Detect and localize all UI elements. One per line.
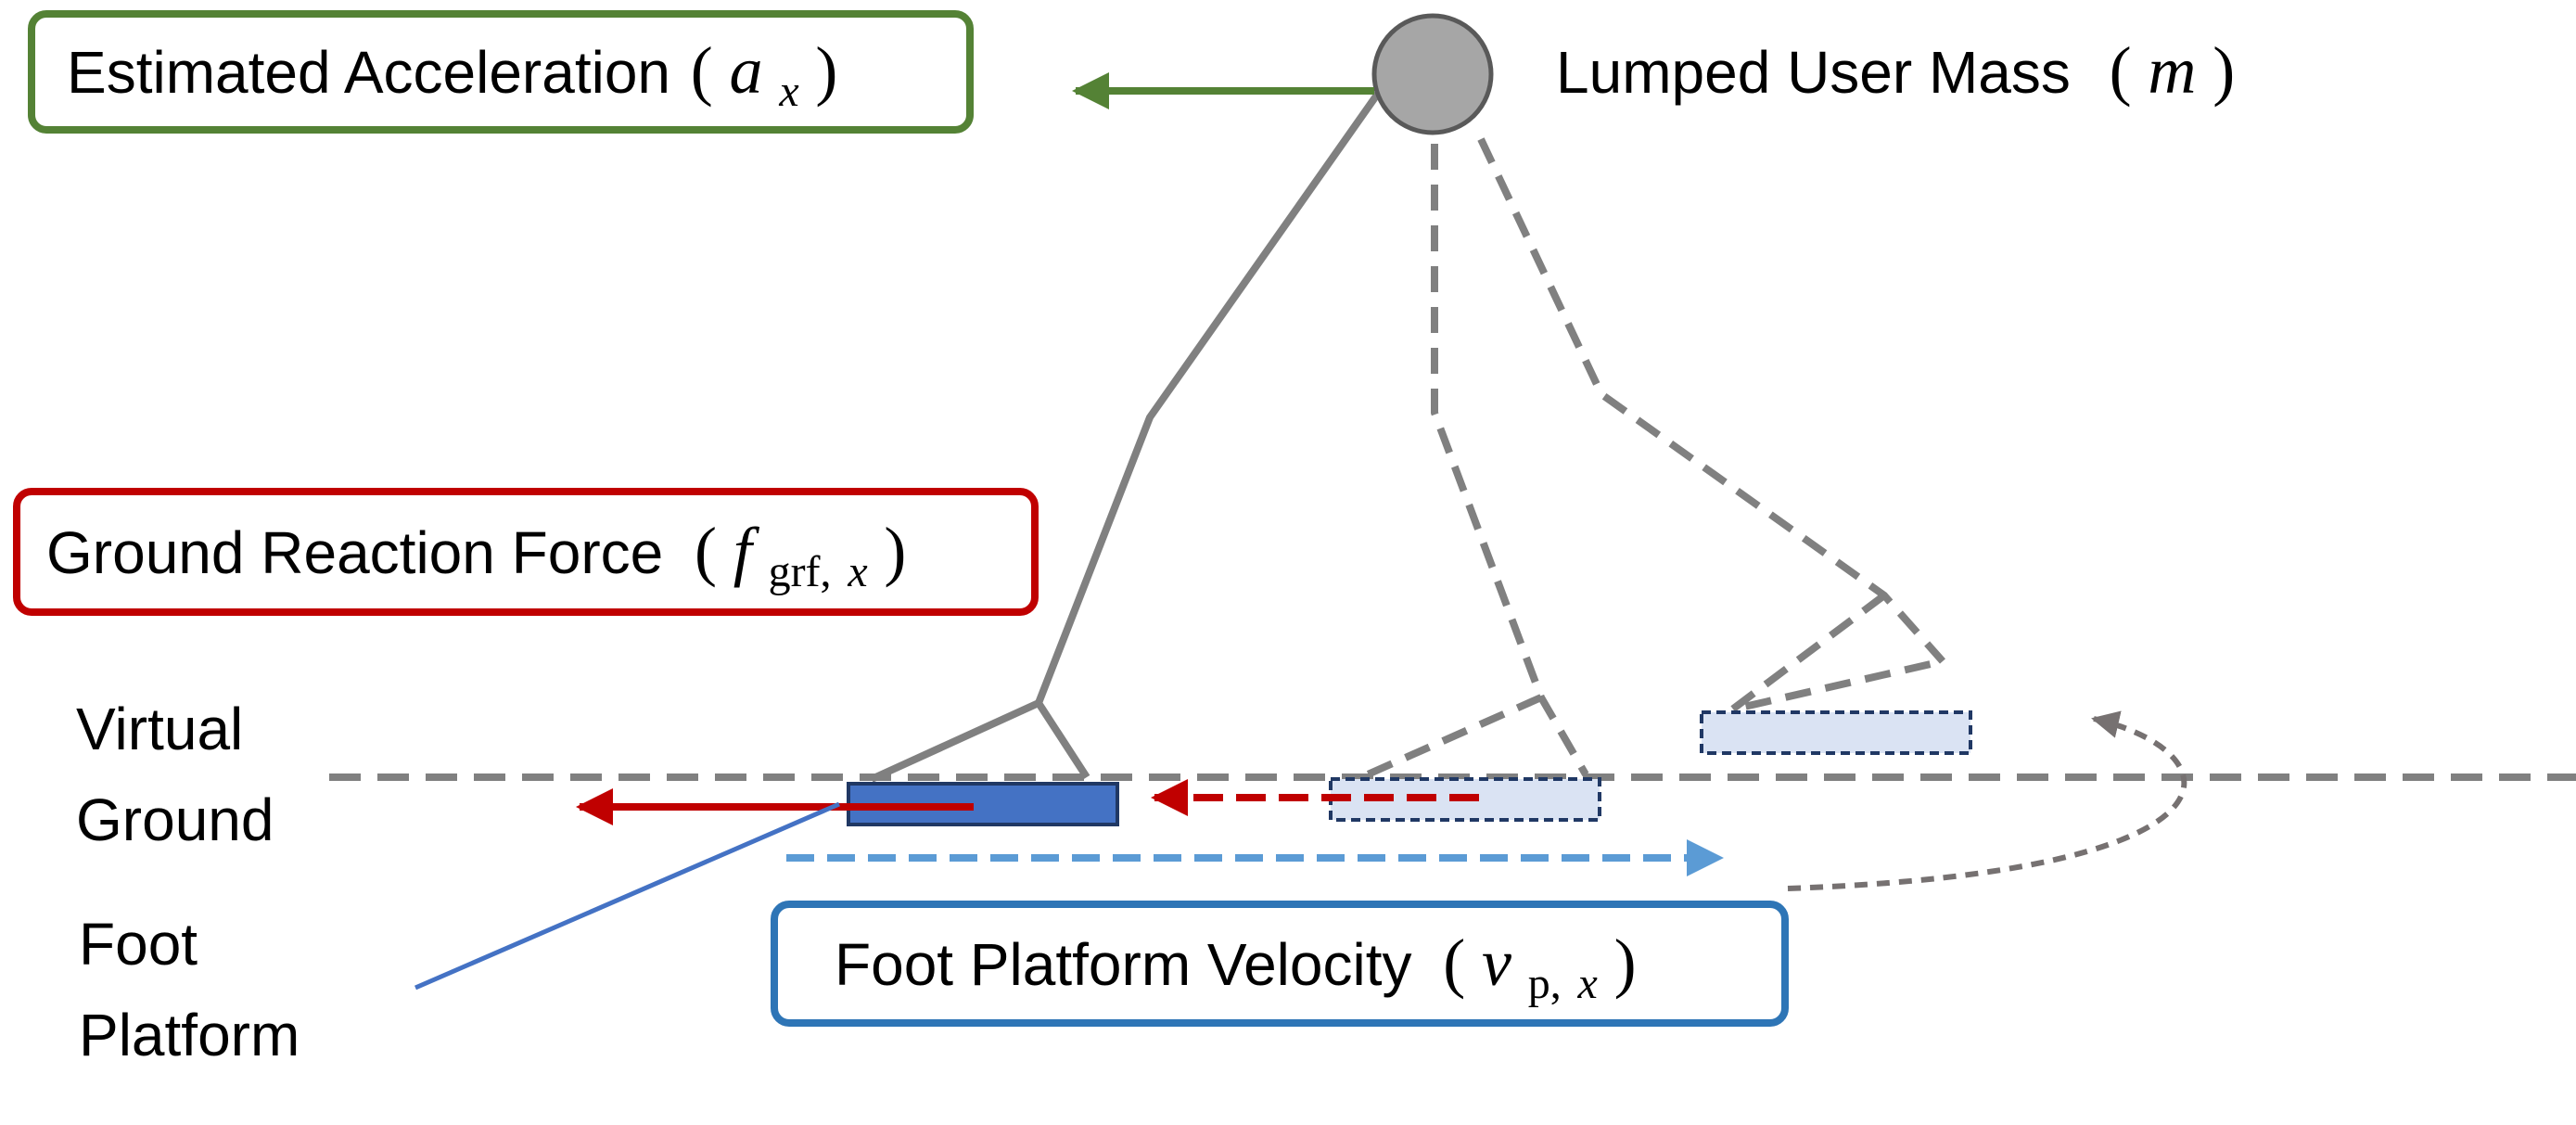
swing-foot-late-line xyxy=(1729,592,1944,713)
stance-foot-line xyxy=(870,699,1040,783)
mass-label: Lumped User Mass ( m ) xyxy=(1556,33,2235,108)
velocity-label-box xyxy=(771,901,1789,1027)
swing-foot-mid-line xyxy=(1366,694,1543,778)
velocity-label: Foot Platform Velocity ( v p, x ) xyxy=(835,926,1637,1011)
grf-label-box xyxy=(13,488,1039,616)
acceleration-label-box xyxy=(28,10,974,134)
lumped-mass-circle xyxy=(1371,13,1494,135)
virtual-ground-label: Virtual Ground xyxy=(76,696,274,853)
foot-platform-pointer xyxy=(414,801,840,991)
stance-leg xyxy=(1035,85,1385,780)
acceleration-label: Estimated Acceleration ( a x ) xyxy=(67,33,837,119)
foot-platform-label: Foot Platform xyxy=(79,911,300,1068)
swing-leg-mid xyxy=(1431,144,1589,777)
foot-platform-ghost-late xyxy=(1700,710,1972,755)
grf-label: Ground Reaction Force ( f grf, x ) xyxy=(46,514,906,599)
swing-leg-late xyxy=(1477,137,1945,664)
